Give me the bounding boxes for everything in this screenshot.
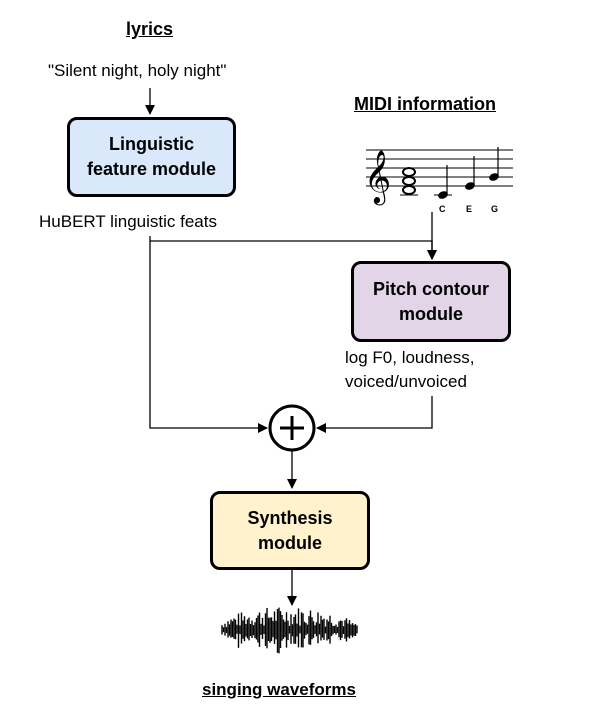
linguistic-feature-module: Linguistic feature module — [67, 117, 236, 197]
music-staff-icon: 𝄞 — [364, 147, 513, 205]
pitch-module-label: Pitch contour module — [373, 278, 489, 324]
synthesis-module: Synthesis module — [210, 491, 370, 570]
output-heading: singing waveforms — [202, 680, 356, 699]
lyrics-heading: lyrics — [126, 19, 174, 39]
hubert-feats-label: HuBERT linguistic feats — [39, 212, 217, 231]
note-label-g: G — [491, 204, 499, 214]
pitch-contour-module: Pitch contour module — [351, 261, 511, 342]
note-label-e: E — [466, 204, 473, 214]
synthesis-module-label: Synthesis module — [247, 507, 333, 553]
arrow-pitch-to-sum — [316, 396, 433, 433]
lyrics-text: "Silent night, holy night" — [48, 61, 227, 80]
svg-text:𝄞: 𝄞 — [364, 149, 391, 205]
linguistic-module-label: Linguistic feature module — [86, 134, 217, 179]
pitch-output-line2: voiced/unvoiced — [345, 372, 467, 391]
sum-operator-icon — [268, 404, 316, 452]
arrow-linguistic-to-pitch — [150, 240, 437, 260]
arrow-linguistic-to-sum — [149, 236, 268, 433]
midi-heading: MIDI information — [354, 94, 496, 114]
pitch-output-line1: log F0, loudness, — [345, 348, 475, 367]
note-label-c: C — [439, 204, 446, 214]
waveform-icon — [221, 607, 358, 654]
